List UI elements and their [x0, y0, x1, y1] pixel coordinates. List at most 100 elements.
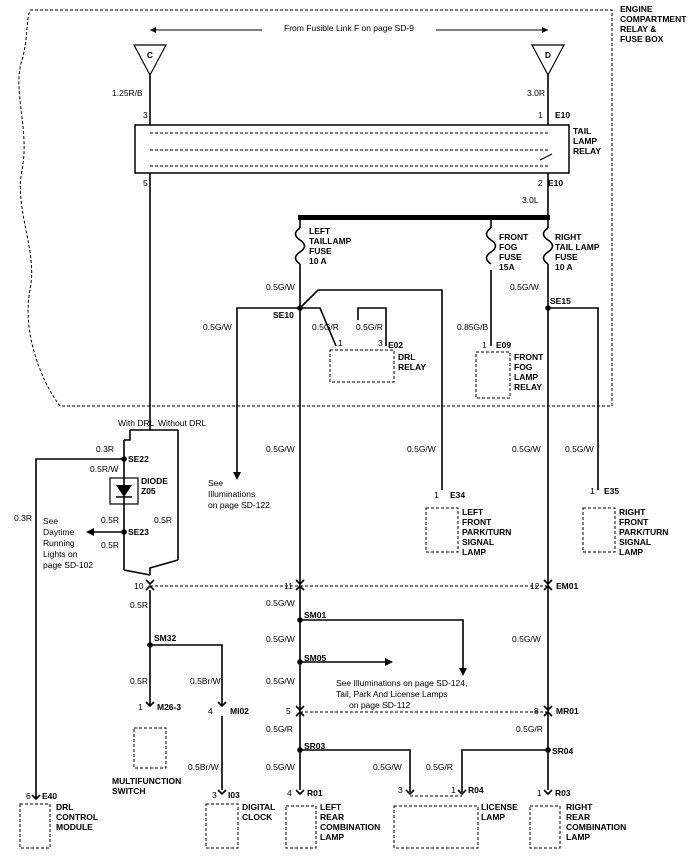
fuse-left-3: FUSE [309, 246, 332, 256]
note-illum-122-1: See [208, 478, 223, 488]
box-title-1: ENGINE [620, 4, 653, 14]
rf-conn: E35 [604, 486, 619, 496]
connector-c-label: C [147, 50, 153, 60]
fuse-right-3: FUSE [555, 252, 578, 262]
drl-pin-3: 3 [378, 338, 383, 348]
left-front-lamp-box [425, 507, 459, 553]
relay-label-2: LAMP [573, 136, 597, 146]
relay-pin-1: 1 [538, 110, 543, 120]
right-front-lamp-box [582, 507, 616, 553]
mi02-conn: MI02 [230, 706, 249, 716]
lr-conn: R01 [307, 788, 323, 798]
drl-pin-1: 1 [338, 338, 343, 348]
wire-0.5gw-e35: 0.5G/W [565, 444, 594, 454]
relay-pin-2: 2 [538, 178, 543, 188]
fog-relay-label-2: FOG [514, 362, 533, 372]
mf-label-2: SWITCH [112, 786, 146, 796]
wire-0.5r-se23: 0.5R [101, 515, 119, 525]
splice-sr04: SR04 [552, 746, 574, 756]
relay-conn-bottom: E10 [548, 178, 563, 188]
wire-0.5gr-drl-a: 0.5G/R [312, 322, 339, 332]
fuse-left-2: TAILLAMP [309, 236, 352, 246]
note-drl-5: page SD-102 [43, 560, 93, 570]
drl-relay-label-1: DRL [398, 352, 415, 362]
fuse-right-1: RIGHT [555, 232, 582, 242]
drlm-label-3: MODULE [56, 822, 93, 832]
clock-label-2: CLOCK [242, 812, 273, 822]
mr01-conn: MR01 [556, 706, 579, 716]
lf-label-2: FRONT [462, 517, 492, 527]
fog-relay-label-1: FRONT [514, 352, 544, 362]
rr-conn: R03 [555, 788, 571, 798]
fuse-fog-3: FUSE [499, 252, 522, 262]
note-with-drl: With DRL [118, 418, 155, 428]
clock-pin: 3 [212, 790, 217, 800]
mr01-pin-8: 8 [534, 706, 539, 716]
fog-relay-label-3: LAMP [514, 372, 538, 382]
clock-label-1: DIGITAL [242, 802, 275, 812]
splice-sr03: SR03 [304, 741, 326, 751]
rf-label-5: LAMP [619, 547, 643, 557]
wire-0.5gw-right-em: 0.5G/W [512, 634, 541, 644]
rr-label-1: RIGHT [566, 802, 593, 812]
fuse-left-1: LEFT [309, 226, 331, 236]
wire-0.3r-se22: 0.3R [96, 444, 114, 454]
connector-d-triangle [531, 44, 565, 77]
fuse-fog-1: FRONT [499, 232, 529, 242]
drl-conn: E02 [388, 340, 403, 350]
fuse-fog-4: 15A [499, 262, 515, 272]
lic-label-2: LAMP [481, 812, 505, 822]
note-illum-124-2: Tail, Park And License Lamps [336, 689, 448, 699]
fog-pin: 1 [482, 340, 487, 350]
box-title-3: RELAY & [620, 24, 656, 34]
fog-relay-label-4: RELAY [514, 382, 542, 392]
clock-conn: I03 [228, 790, 240, 800]
wire-0.5gw-illum: 0.5G/W [203, 322, 232, 332]
wire-0.5gw-e34: 0.5G/W [407, 444, 436, 454]
mf-label-1: MULTIFUNCTION [112, 776, 181, 786]
box-title-2: COMPARTMENT [620, 14, 687, 24]
connector-d-label: D [545, 50, 551, 60]
connector-c-triangle [133, 44, 167, 77]
note-drl-2: Daytime [43, 527, 74, 537]
lr-label-1: LEFT [320, 802, 342, 812]
wire-0.5r-sm32: 0.5R [130, 600, 148, 610]
diode-label-2: Z05 [141, 486, 156, 496]
wire-0.5gw-sm05: 0.5G/W [266, 634, 295, 644]
splice-se10: SE10 [273, 310, 294, 320]
drl-control-module-box [19, 803, 51, 849]
wire-3.0l: 3.0L [522, 195, 539, 205]
rr-pin: 1 [537, 788, 542, 798]
lr-pin: 4 [287, 788, 292, 798]
drlm-label-1: DRL [56, 802, 73, 812]
wire-3.0r: 3.0R [527, 88, 545, 98]
wire-0.5brw-clock: 0.5Br/W [188, 762, 219, 772]
box-title-4: FUSE BOX [620, 34, 664, 44]
splice-se22: SE22 [128, 454, 149, 464]
wire-1.25rb: 1.25R/B [112, 88, 143, 98]
drlm-conn: E40 [42, 791, 57, 801]
drlm-pin: 6 [26, 791, 31, 801]
wire-0.5gw-se15: 0.5G/W [510, 282, 539, 292]
splice-sm05: SM05 [304, 653, 326, 663]
source-note: From Fusible Link F on page SD-9 [284, 23, 414, 33]
em01-conn: EM01 [556, 581, 578, 591]
rf-label-3: PARK/TURN [619, 527, 668, 537]
mf-conn: M26-3 [157, 702, 181, 712]
wire-0.5gr-lic: 0.5G/R [426, 762, 453, 772]
relay-conn-top: E10 [555, 110, 570, 120]
fuse-right-2: TAIL LAMP [555, 242, 600, 252]
wire-0.5gw-mr01: 0.5G/W [266, 676, 295, 686]
fuse-left-4: 10 A [309, 256, 327, 266]
rf-label-2: FRONT [619, 517, 649, 527]
relay-pin-5: 5 [143, 178, 148, 188]
lr-label-3: COMBINATION [320, 822, 380, 832]
wire-0.5gw-sm01: 0.5G/W [266, 598, 295, 608]
wire-0.5gr-sr04: 0.5G/R [516, 724, 543, 734]
drl-relay-box [329, 349, 395, 383]
em01-pin-12: 12 [530, 581, 540, 591]
drlm-label-2: CONTROL [56, 812, 98, 822]
note-drl-4: Lights on [43, 549, 78, 559]
lr-label-2: REAR [320, 812, 344, 822]
power-bus-bar [298, 215, 550, 220]
